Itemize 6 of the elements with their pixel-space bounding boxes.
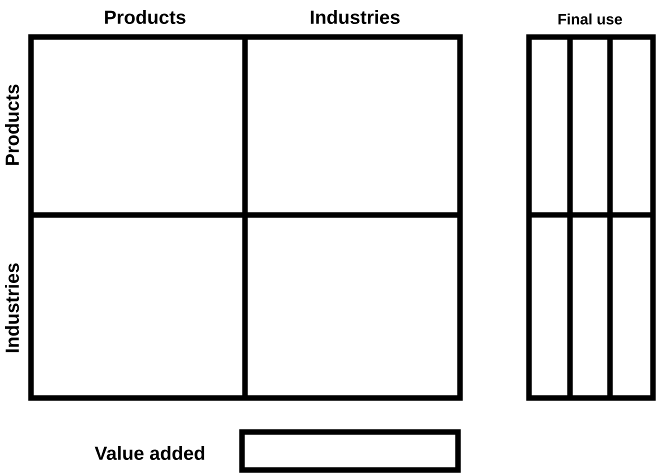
axis-label: Industries xyxy=(310,10,400,24)
axis-label: Value added xyxy=(94,446,204,460)
axis-label: Final use xyxy=(558,14,622,24)
axis-label: Industries xyxy=(5,263,19,352)
axis-label: Products xyxy=(5,84,19,165)
axis-label: Products xyxy=(105,10,186,24)
